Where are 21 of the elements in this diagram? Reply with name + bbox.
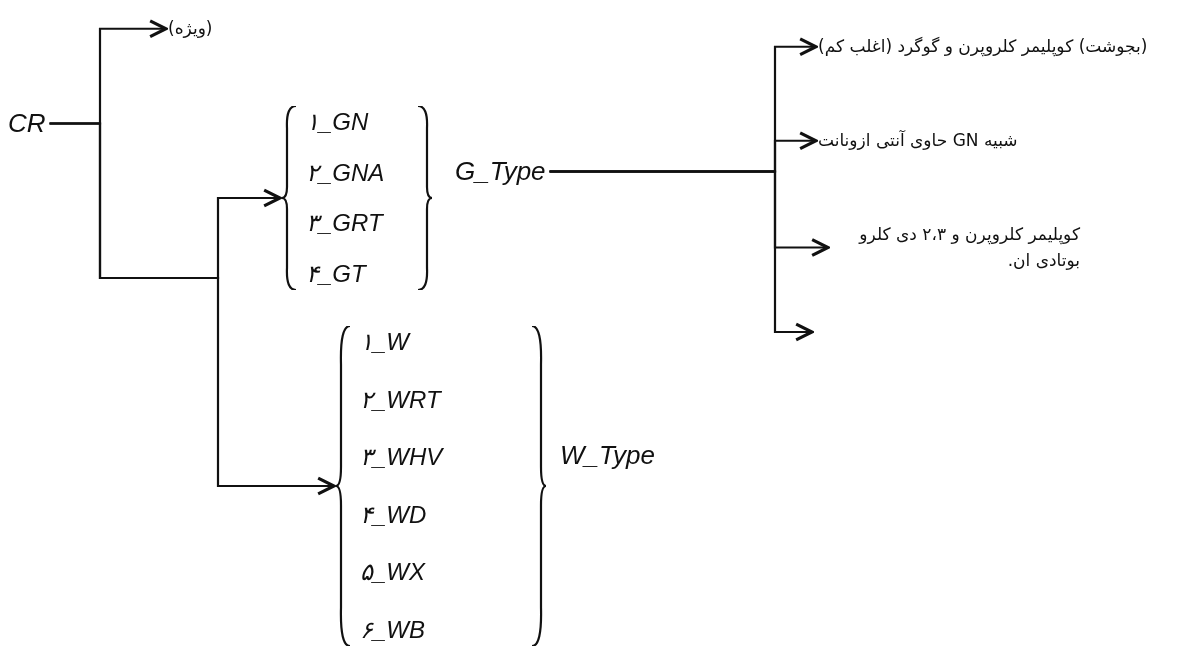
handwritten-note: (ویژه) [168, 16, 213, 42]
handwritten-note: (بجوشت) کوپلیمر کلروپرن و گوگرد (اغلب کم) [818, 34, 1148, 60]
list-item: ۱_GN [306, 110, 370, 134]
arrow [49, 122, 336, 496]
type-label: W_Type [560, 436, 655, 475]
list-item: ۱_W [360, 330, 412, 354]
handwritten-note: کوپلیمر کلروپرن و ۲،۳ دی کلرو بوتادی ان. [830, 222, 1080, 273]
arrow [549, 170, 814, 342]
bracketed-list [336, 326, 546, 646]
list-item: ۳_GRT [306, 211, 385, 236]
list-item: ۴_GT [306, 261, 368, 286]
bracketed-list [282, 106, 432, 290]
list-item: ۴_WD [360, 502, 428, 527]
type-label: G_Type [455, 152, 546, 191]
list-item: ۲_GNA [306, 160, 386, 185]
handwritten-note: شبیه GN حاوی آنتی ازونانت [818, 128, 1018, 154]
list-item: ۳_WHV [360, 445, 445, 470]
list-item: ۶_WB [360, 617, 426, 642]
type-label: CR [8, 104, 46, 143]
list-item: ۲_WRT [360, 387, 443, 412]
list-item: ۵_WX [360, 560, 427, 585]
